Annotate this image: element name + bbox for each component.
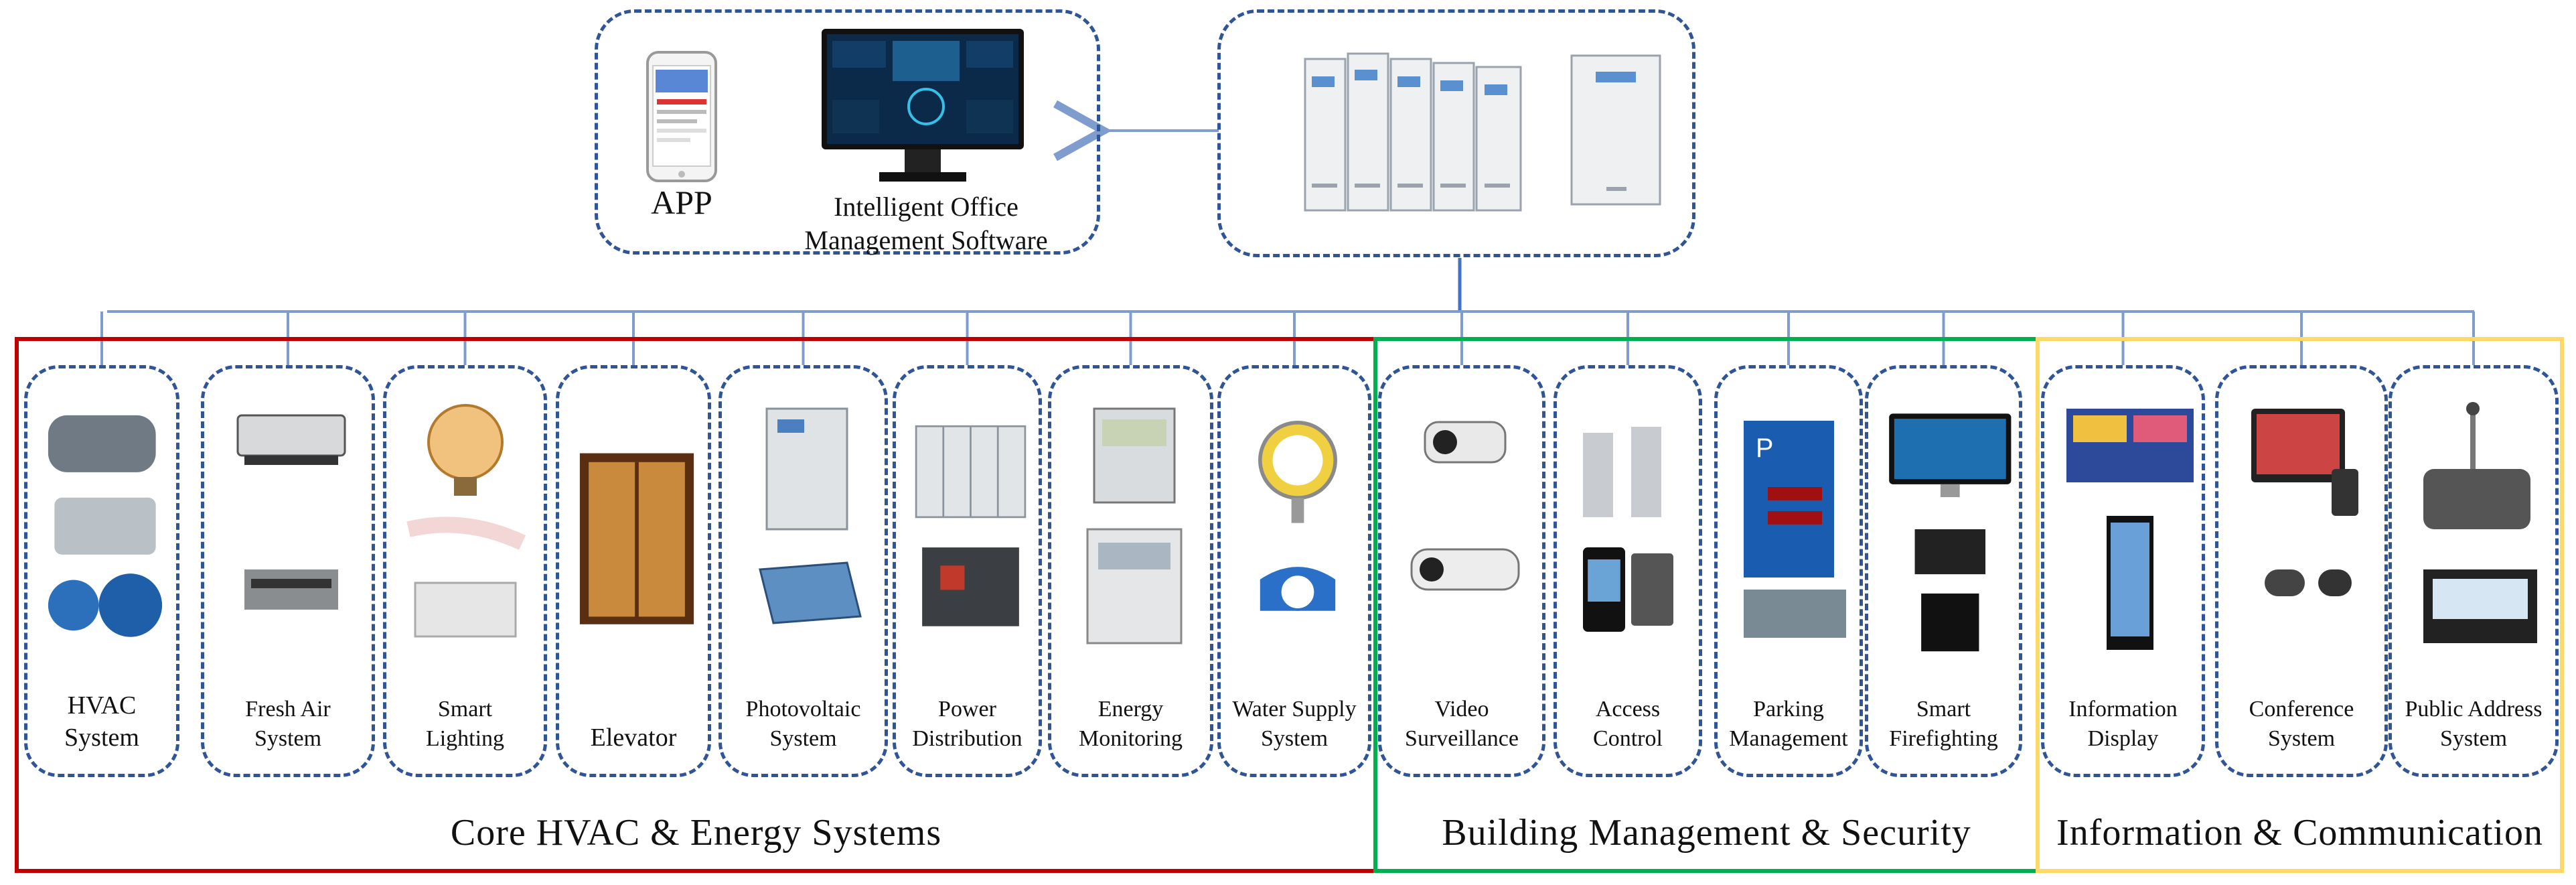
system-illustration-icon [758,407,862,624]
system-illustration-icon [915,425,1027,626]
system-card: Video Surveillance [1378,365,1545,777]
system-illustration-icon [1086,407,1182,644]
monitor-icon [822,29,1024,182]
system-illustration-icon [2066,409,2194,650]
system-card: Photovoltaic System [718,365,888,777]
system-label: Parking Management [1729,697,1848,751]
system-label: Smart Firefighting [1889,697,1998,751]
system-card: Elevator [556,365,711,777]
group-title: Core HVAC & Energy Systems [450,812,942,854]
system-illustration-icon: P [1744,421,1846,638]
system-card: Smart Firefighting [1865,365,2022,777]
system-illustration-icon [1583,427,1673,632]
server-panel [1217,9,1695,257]
app-label: APP [651,184,712,221]
system-card: Information Display [2041,365,2205,777]
system-label: Public Address System [2405,697,2543,751]
system-label: Conference System [2249,697,2354,751]
system-illustration-icon [2251,409,2358,596]
system-label: Elevator [590,724,677,752]
system-card: Fresh Air System [201,365,375,777]
system-illustration-icon [406,404,526,638]
system-card: Public Address System [2389,365,2559,777]
system-label: HVAC System [64,691,139,752]
system-illustration-icon [1889,413,2012,652]
control-box-icon [1570,54,1661,206]
system-label: Power Distribution [912,697,1022,751]
system-label: Energy Monitoring [1079,697,1183,751]
system-illustration-icon [1258,421,1337,611]
system-label: Photovoltaic System [745,697,861,751]
system-card: Power Distribution [893,365,1042,777]
group-information-communication: Information & Communication [2036,337,2564,873]
software-panel: APP Intelligent Office Management Softwa… [595,9,1100,255]
system-card: P Parking Management [1714,365,1863,777]
svg-text:P: P [1756,433,1773,463]
system-card: Conference System [2215,365,2388,777]
system-card: Water Supply System [1217,365,1371,777]
system-label: Fresh Air System [245,697,331,751]
system-illustration-icon [1410,421,1520,591]
system-label: Water Supply System [1232,697,1357,751]
software-label: Intelligent Office Management Software [799,190,1053,257]
system-card: Energy Monitoring [1048,365,1213,777]
system-illustration-icon [48,415,163,637]
software-label-text: Intelligent Office Management Software [804,192,1048,255]
system-label: Smart Lighting [425,697,505,751]
system-card: HVAC System [24,365,179,777]
group-core-hvac-energy: Core HVAC & Energy Systems [15,337,1377,873]
smartphone-icon [646,51,717,182]
system-label: Access Control [1593,697,1663,751]
system-illustration-icon [236,414,346,610]
system-card: Access Control [1554,365,1702,777]
group-title: Building Management & Security [1442,812,1971,854]
group-building-management-security: Building Management & Security [1373,337,2040,873]
group-title: Information & Communication [2056,812,2543,854]
system-label: Information Display [2068,697,2178,751]
system-illustration-icon [579,453,694,624]
control-cabinet-icon [1304,52,1522,212]
system-illustration-icon [2423,402,2537,643]
system-card: Smart Lighting [383,365,547,777]
system-label: Video Surveillance [1405,697,1519,751]
